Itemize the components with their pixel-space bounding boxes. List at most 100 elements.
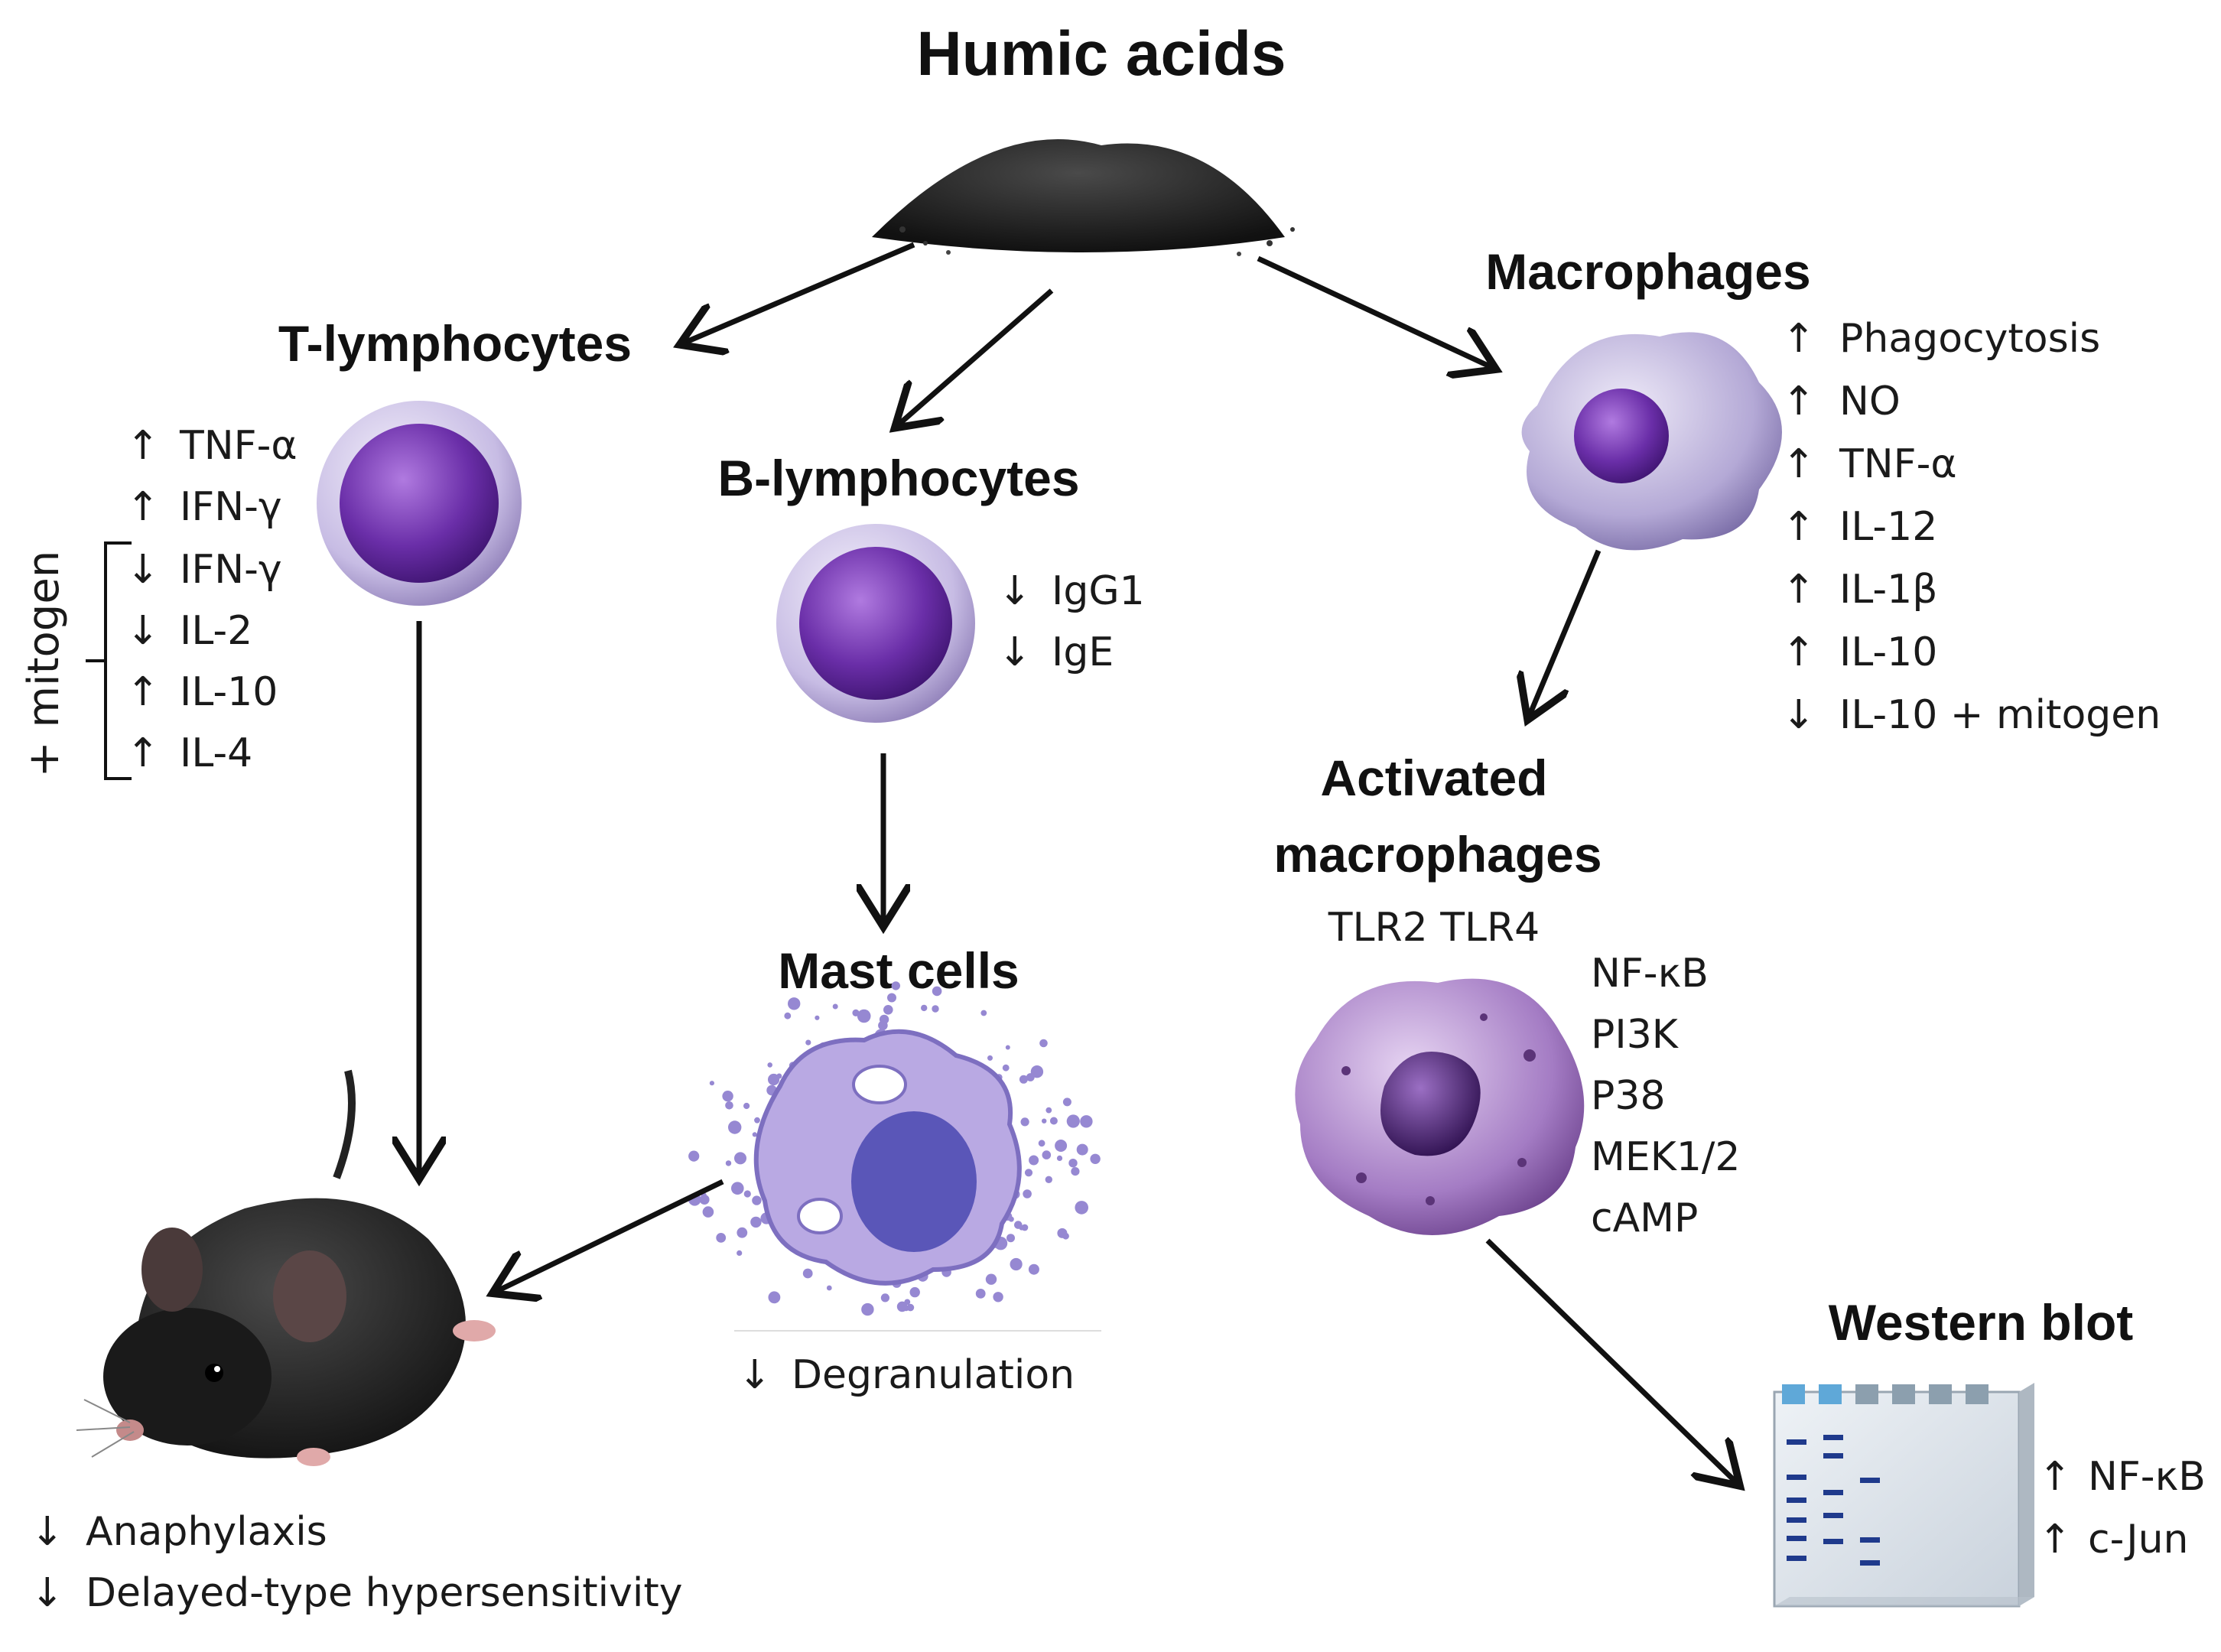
mast-granule <box>1045 1176 1053 1184</box>
macro-effect-4-dir: ↑ <box>1782 567 1816 613</box>
mast-granule <box>861 1302 874 1316</box>
mast-granule <box>1062 1098 1071 1107</box>
pathway-3: MEK1/2 <box>1591 1134 1741 1180</box>
mast-granule <box>815 1015 820 1020</box>
mast-granule <box>1090 1153 1101 1165</box>
mast-granule <box>1080 1115 1093 1128</box>
mast-granule <box>722 1091 733 1102</box>
macro-effect-6-dir: ↓ <box>1782 692 1816 738</box>
mast-granule <box>1042 1150 1052 1159</box>
macro-effect-3-text: IL-12 <box>1839 504 1937 550</box>
t-mitogen-effect-0: ↓ <box>126 547 160 593</box>
mast-granule <box>702 1206 714 1218</box>
mast-granule <box>883 1005 893 1015</box>
mast-granule <box>921 1004 928 1012</box>
mouse-outcome-0-text: Anaphylaxis <box>86 1509 327 1555</box>
mast-granule <box>743 1102 750 1110</box>
mast-granule <box>985 1273 997 1285</box>
western-effect-1-text: c-Jun <box>2088 1517 2189 1563</box>
western-effect-1-dir: ↑ <box>2038 1517 2072 1563</box>
mast-granule <box>737 1227 748 1238</box>
macro-effect-1-dir: ↑ <box>1782 379 1816 424</box>
arrow-to-b-lymphocytes <box>899 288 1054 424</box>
mast-granule <box>887 993 896 1003</box>
t-lymphocyte-cell-icon <box>317 401 522 606</box>
western-effect-0-dir: ↑ <box>2038 1454 2072 1500</box>
mast-granule <box>1010 1257 1023 1271</box>
activated-macrophages-label-line2: macrophages <box>1273 826 1602 883</box>
mast-granule <box>1006 1234 1015 1243</box>
mast-granule <box>1023 1189 1032 1198</box>
activated-macrophages-label-line1: Activated <box>1320 750 1547 806</box>
t-mitogen-effect-3-text: IL-4 <box>180 730 252 776</box>
mast-granule <box>980 1010 987 1016</box>
t-effect-1-text: IFN-γ <box>180 484 282 530</box>
mouse-outcome-0-dir: ↓ <box>31 1509 64 1555</box>
mouse-icon <box>76 1069 496 1466</box>
mast-granule <box>987 1055 993 1061</box>
mast-cells-label: Mast cells <box>778 942 1019 999</box>
mast-granule <box>993 1292 1003 1302</box>
arrow-activated-to-western <box>1485 1238 1736 1482</box>
mouse-outcome-1-dir: ↓ <box>31 1570 64 1616</box>
mast-granule <box>857 1009 871 1023</box>
pathway-0: NF-κB <box>1591 951 1709 997</box>
macrophages-label: Macrophages <box>1485 243 1810 300</box>
mast-granule <box>891 981 901 990</box>
mast-granule <box>1076 1143 1088 1156</box>
mast-granule <box>752 1132 757 1137</box>
mast-granule <box>1029 1155 1039 1166</box>
macro-effect-0-dir: ↑ <box>1782 316 1816 362</box>
western-blot-label: Western blot <box>1829 1294 2134 1351</box>
mast-granule <box>1056 1155 1063 1161</box>
mast-granule <box>1071 1167 1080 1176</box>
t-mitogen-effect-1: ↓ <box>126 608 160 654</box>
mast-granule <box>1045 1107 1052 1114</box>
b-effect-1: ↓ <box>998 629 1032 675</box>
macro-effect-2-text: TNF-α <box>1839 441 1957 487</box>
arrow-mast-to-mouse <box>497 1179 724 1291</box>
mast-granule <box>752 1195 762 1205</box>
mast-granule <box>754 1117 760 1124</box>
b-lymphocytes-label: B-lymphocytes <box>717 450 1079 506</box>
mast-granule <box>1002 1064 1010 1072</box>
mast-granule <box>1039 1039 1048 1048</box>
mast-effect-text: Degranulation <box>792 1352 1075 1398</box>
activated-receptors: TLR2 TLR4 <box>1328 905 1540 951</box>
mast-granule <box>932 986 942 997</box>
mast-granule <box>880 1293 889 1302</box>
mast-granule <box>1038 1140 1045 1147</box>
pathway-1: PI3K <box>1591 1012 1680 1058</box>
mast-cell-icon <box>688 981 1101 1316</box>
mast-granule <box>725 1160 732 1166</box>
b-effect-0-text: IgG1 <box>1052 568 1145 614</box>
mast-granule <box>832 1003 838 1010</box>
mast-granule <box>688 1150 700 1162</box>
mitogen-bracket <box>86 541 132 780</box>
mast-granule <box>767 1062 772 1068</box>
macro-effect-6-text: IL-10 + mitogen <box>1839 692 2161 738</box>
mast-granule <box>1019 1225 1024 1231</box>
mast-granule <box>784 1012 792 1019</box>
mast-granule <box>737 1250 743 1256</box>
mast-granule <box>805 1039 811 1046</box>
macro-effect-0-text: Phagocytosis <box>1839 316 2100 362</box>
macro-effect-2-dir: ↑ <box>1782 441 1816 487</box>
mitogen-label: + mitogen <box>19 551 69 778</box>
mast-granule <box>1049 1117 1058 1125</box>
macro-effect-5-dir: ↑ <box>1782 629 1816 675</box>
mast-granule <box>1008 1216 1014 1222</box>
diagram-title: Humic acids <box>916 19 1286 89</box>
mast-granule <box>826 1285 832 1291</box>
t-mitogen-effect-1-text: IL-2 <box>180 608 252 654</box>
t-effect-1: ↑ <box>126 484 160 530</box>
mast-granule <box>802 1268 813 1279</box>
mast-granule <box>1020 1117 1029 1127</box>
mast-granule <box>776 1073 782 1079</box>
mast-granule <box>768 1291 781 1304</box>
mast-granule <box>728 1120 742 1134</box>
mast-granule <box>743 1190 751 1198</box>
macro-effect-4-text: IL-1β <box>1839 567 1937 613</box>
